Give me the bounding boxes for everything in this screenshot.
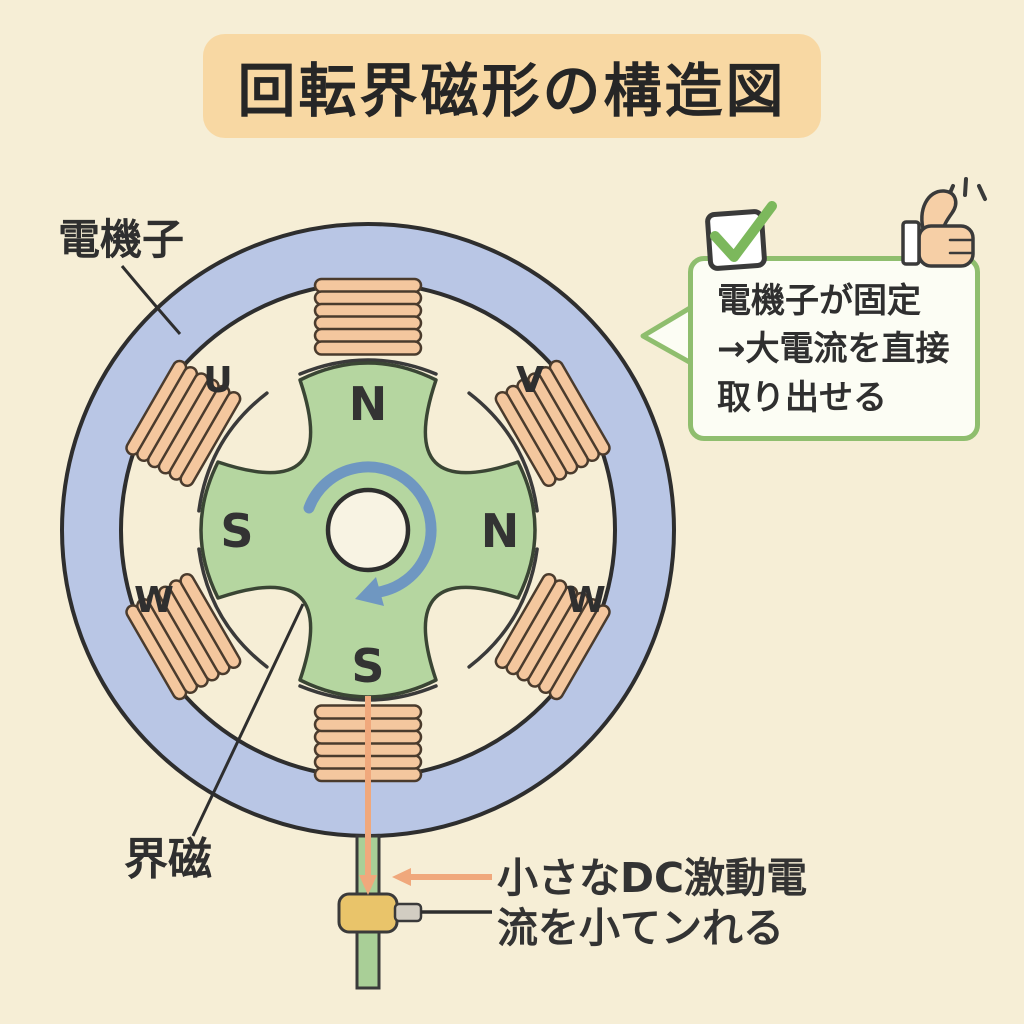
brush-terminal [393,902,423,923]
page-title: 回転界磁形の構造図 [203,34,821,138]
armature-leader-line [120,265,182,335]
pole-label-right: N [481,504,520,558]
excitation-arrowhead-vertical [359,875,377,895]
rotation-arrow-icon [303,461,437,598]
phase-label-w-right: W [566,580,606,621]
phase-label-v: V [516,360,544,401]
field-label: 界磁 [124,834,212,885]
pole-label-left: S [220,504,253,558]
callout-line1: 電機子が固定 [717,281,921,321]
shaft-hub [325,487,411,573]
phase-label-u: U [203,360,232,401]
pole-label-bottom: S [351,639,384,693]
callout-line2: →大電流を直接 [717,329,950,370]
pole-label-top: N [349,377,388,431]
excitation-arrowhead-horizontal [392,868,411,886]
callout-line3: 取り出せる [717,377,887,418]
title-bar: 回転界磁形の構造図 [0,34,1024,138]
excitation-note-line1: 小さなDC激動電 [497,854,807,902]
field-leader-line [191,603,305,837]
phase-label-w-left: W [134,580,174,621]
rotation-arrowhead-icon [355,577,384,606]
callout-box: 電機子が固定 →大電流を直接 取り出せる [688,256,980,441]
armature-label: 電機子 [58,215,184,264]
excitation-note-line2: 流を小てンれる [497,904,784,952]
slip-ring [337,892,399,934]
